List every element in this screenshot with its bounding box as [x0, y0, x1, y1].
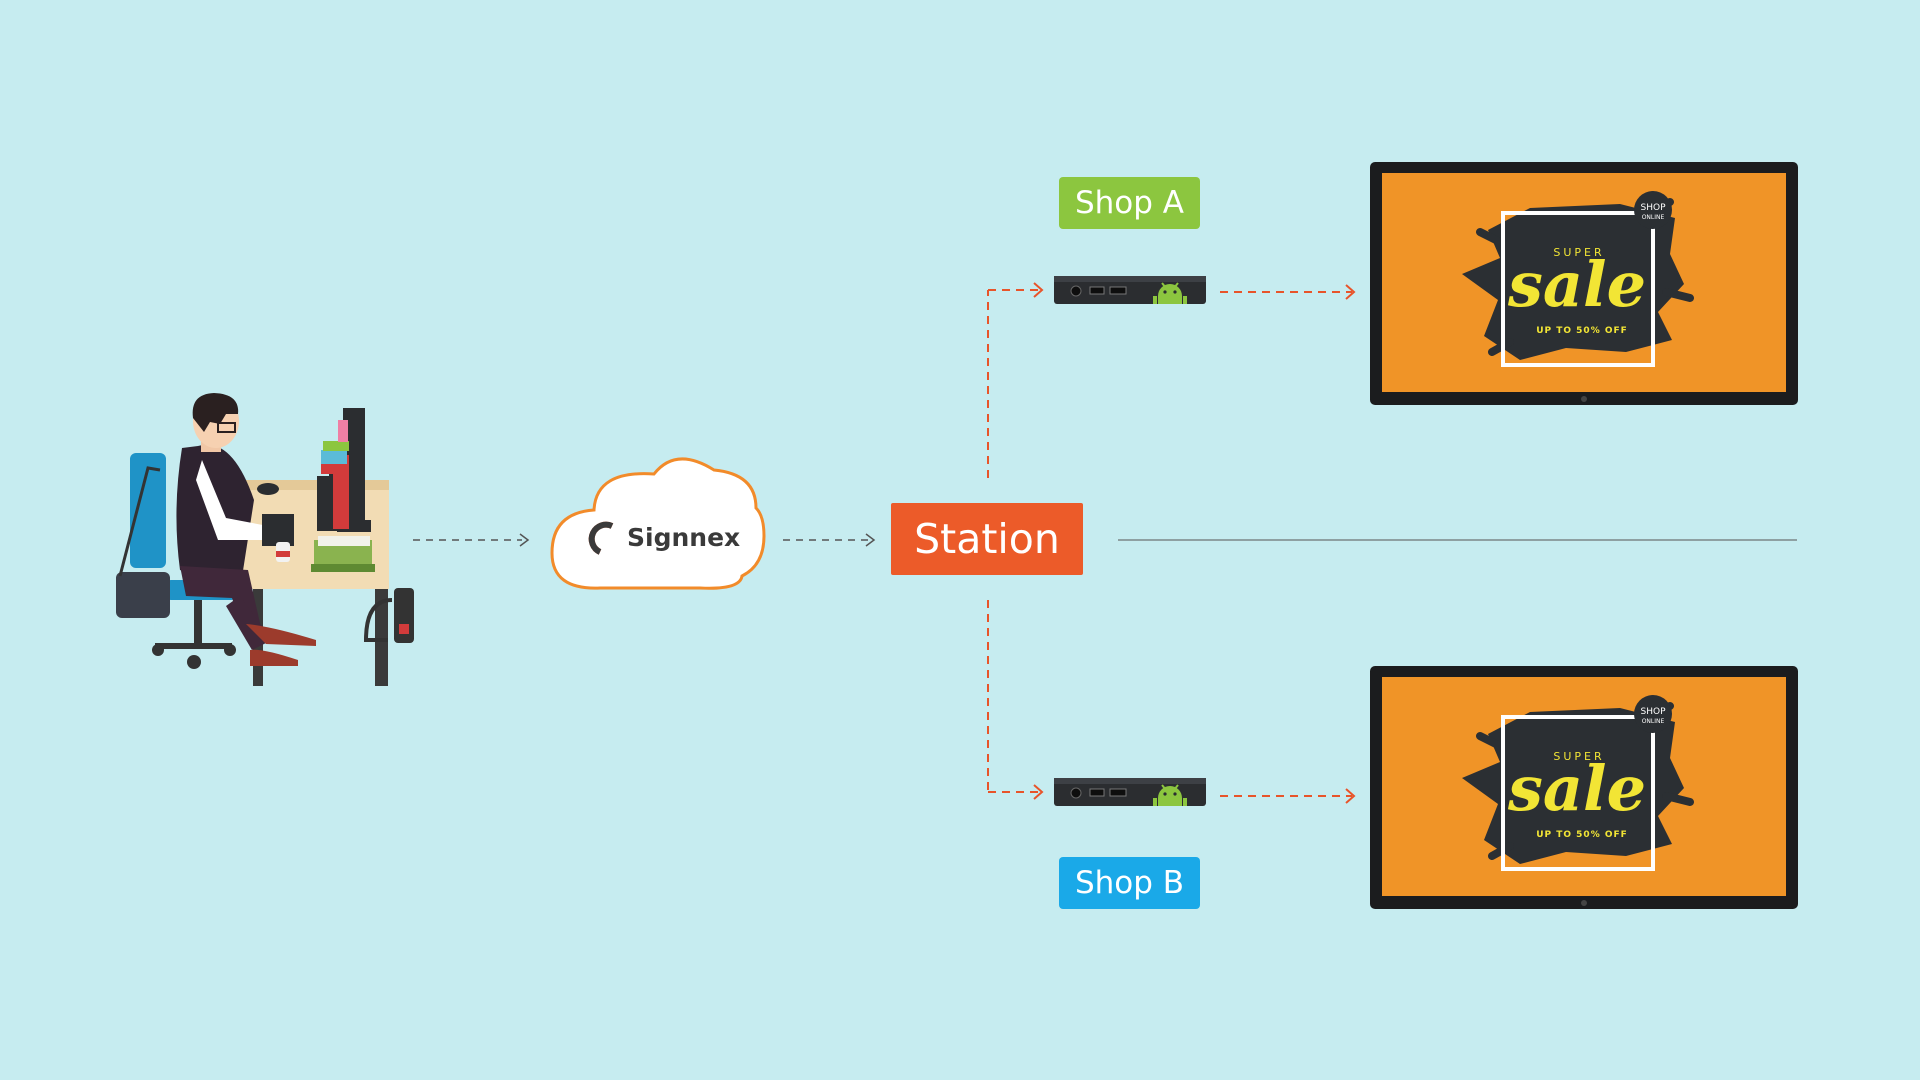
- android-media-player-icon: [1053, 777, 1207, 807]
- arrow-cloud-to-station: [783, 533, 876, 547]
- ad-super: SUPER: [1553, 246, 1604, 259]
- arrow-station-to-player-b: [987, 600, 1044, 800]
- ad-badge-top: SHOP: [1641, 707, 1667, 717]
- ad-badge-bottom: ONLINE: [1642, 718, 1665, 725]
- screen-ad-a: SUPER sale UP TO 50% OFF SHOP ONLINE: [1507, 203, 1666, 336]
- station-node: Station: [891, 503, 1083, 575]
- arrow-player-a-to-display: [1220, 284, 1356, 300]
- ad-badge-top: SHOP: [1641, 203, 1667, 213]
- screen-ad-b: SUPER sale UP TO 50% OFF SHOP ONLINE: [1507, 707, 1666, 840]
- ad-badge-bottom: ONLINE: [1642, 214, 1665, 221]
- shop-a-label: Shop A: [1059, 177, 1200, 229]
- android-media-player-icon: [1053, 275, 1207, 305]
- ad-sale: sale: [1507, 248, 1646, 321]
- signnex-cloud: [550, 457, 766, 590]
- ad-discount: UP TO 50% OFF: [1536, 326, 1628, 336]
- signnex-logo-icon: [588, 521, 614, 555]
- shop-b-label: Shop B: [1059, 857, 1200, 909]
- ad-super: SUPER: [1553, 750, 1604, 763]
- arrow-station-to-player-a: [987, 282, 1044, 478]
- ad-discount: UP TO 50% OFF: [1536, 830, 1628, 840]
- arrow-player-b-to-display: [1220, 788, 1356, 804]
- operator-at-desk-icon: [116, 393, 414, 686]
- arrow-operator-to-cloud: [413, 533, 530, 547]
- ad-sale: sale: [1507, 752, 1646, 825]
- cloud-brand-label: Signnex: [627, 523, 741, 552]
